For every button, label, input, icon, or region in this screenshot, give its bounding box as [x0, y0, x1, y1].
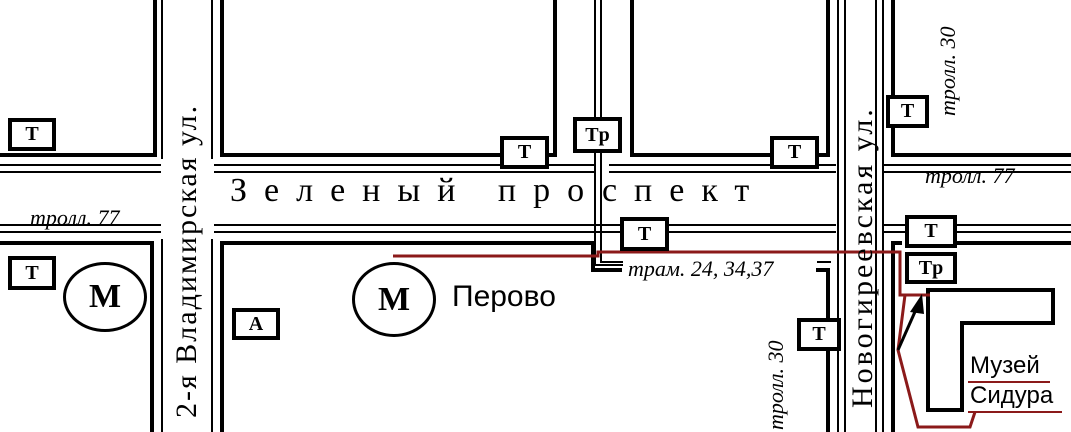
trolley-stop-icon: Т: [8, 118, 56, 151]
trolley-stop-icon: Т: [886, 95, 929, 128]
street-label-novogireevskaya: Новогиреевская ул.: [846, 106, 879, 408]
route-label-troll-30-bottom: тролл. 30: [763, 340, 788, 430]
trolley-stop-icon: Т: [905, 215, 957, 248]
route-path: [393, 250, 977, 429]
museum-label-line1: Музей: [970, 352, 1040, 379]
route-label-troll-77-right: тролл. 77: [925, 163, 1015, 188]
route-label-tram: трам. 24, 34,37: [628, 256, 774, 281]
direction-arrow-icon: [896, 294, 924, 351]
trolley-stop-icon: Т: [8, 256, 56, 290]
metro-station-label: Перово: [452, 280, 556, 313]
route-label-troll-30-top: тролл. 30: [935, 26, 960, 116]
trolley-stop-icon: Т: [770, 136, 819, 169]
trolley-stop-icon: Т: [620, 217, 669, 251]
trolley-stop-icon: Т: [797, 318, 841, 351]
tram-stop-icon: Tр: [905, 252, 957, 284]
street-label-zeleny-prospekt: Зеленый проспект: [230, 172, 767, 209]
tram-stop-icon: Tр: [573, 117, 622, 153]
museum-label-line2: Сидура: [970, 382, 1054, 409]
route-label-troll-77-left: тролл. 77: [30, 205, 120, 230]
bus-stop-icon: А: [232, 308, 280, 340]
street-label-vladimirskaya: 2-я Владимирская ул.: [170, 103, 203, 418]
trolley-stop-icon: Т: [500, 136, 549, 169]
metro-perovo-icon: М: [352, 262, 436, 337]
metro-icon: М: [63, 262, 147, 332]
